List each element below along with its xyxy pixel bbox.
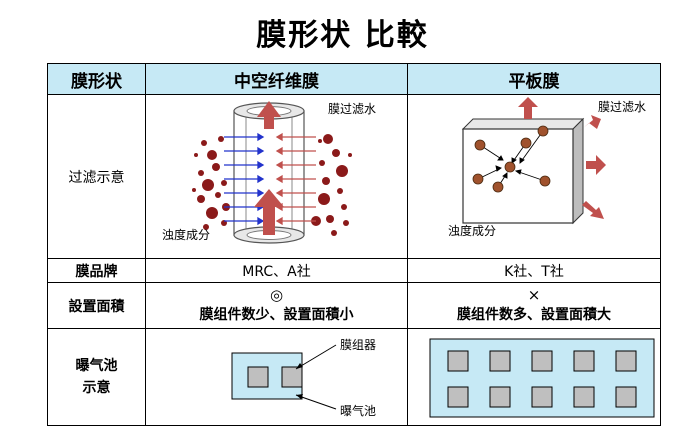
aeration-row: 曝气池 示意 膜组器 曝气池 bbox=[47, 328, 661, 426]
header-hollow-fiber: 中空纤维膜 bbox=[145, 63, 408, 95]
hollow-fiber-svg: 膜过滤水 浊度成分 bbox=[162, 101, 376, 244]
flat-permeate-arrows bbox=[518, 97, 606, 219]
tank-label: 曝气池 bbox=[340, 403, 376, 418]
hollow-area-symbol: ◎ bbox=[269, 285, 284, 304]
header-row: 膜形状 中空纤维膜 平板膜 bbox=[47, 63, 661, 95]
flat-permeate-label: 膜过滤水 bbox=[598, 100, 646, 114]
flat-sheet-svg: 膜过滤水 浊度成分 bbox=[448, 97, 646, 238]
hollow-permeate-label: 膜过滤水 bbox=[328, 102, 376, 116]
hollow-area: ◎ 膜组件数少、設置面積小 bbox=[145, 282, 408, 329]
flat-particles bbox=[472, 125, 551, 193]
turbid-particles bbox=[192, 134, 352, 236]
aeration-label-line1: 曝气池 bbox=[75, 358, 118, 374]
area-row: 設置面積 ◎ 膜组件数少、設置面積小 × 膜组件数多、設置面積大 bbox=[47, 282, 661, 329]
header-flat-sheet: 平板膜 bbox=[407, 63, 661, 95]
comparison-table: 膜形状 中空纤维膜 平板膜 过滤示意 bbox=[47, 63, 661, 426]
flat-sheet-side bbox=[572, 117, 584, 225]
flat-aeration-svg bbox=[429, 338, 655, 418]
flat-turbid-label: 浊度成分 bbox=[448, 223, 496, 238]
flat-modules bbox=[447, 350, 637, 408]
flat-brand: K社、T社 bbox=[407, 258, 661, 283]
flat-area-symbol: × bbox=[527, 285, 541, 304]
inflow-arrows-right bbox=[275, 132, 316, 226]
flat-sheet-diagram: 膜过滤水 浊度成分 bbox=[407, 94, 661, 259]
flat-area-text: 膜组件数多、設置面積大 bbox=[457, 306, 611, 323]
module-label: 膜组器 bbox=[340, 338, 376, 352]
filtration-label: 过滤示意 bbox=[47, 94, 146, 259]
inflow-arrows-left bbox=[224, 132, 265, 226]
hollow-brand: MRC、A社 bbox=[145, 258, 408, 283]
aeration-label-line2: 示意 bbox=[82, 380, 111, 396]
hollow-aeration-svg: 膜组器 曝气池 bbox=[231, 338, 376, 418]
page-title: 膜形状 比較 bbox=[256, 18, 429, 53]
flat-sheet-top bbox=[461, 118, 585, 130]
flat-aeration-diagram bbox=[407, 328, 661, 426]
aeration-label: 曝气池 示意 bbox=[47, 328, 146, 426]
flat-area: × 膜组件数多、設置面積大 bbox=[407, 282, 661, 329]
brand-label: 膜品牌 bbox=[47, 258, 146, 283]
hollow-module-1 bbox=[247, 366, 269, 388]
area-label: 設置面積 bbox=[47, 282, 146, 329]
hollow-module-2 bbox=[281, 366, 303, 388]
flat-flow-arrows bbox=[477, 130, 546, 188]
filtration-row: 过滤示意 bbox=[47, 94, 661, 259]
hollow-fiber-diagram: 膜过滤水 浊度成分 bbox=[145, 94, 408, 259]
hollow-turbid-label: 浊度成分 bbox=[162, 227, 210, 242]
brand-row: 膜品牌 MRC、A社 K社、T社 bbox=[47, 258, 661, 283]
hollow-area-text: 膜组件数少、設置面積小 bbox=[199, 306, 354, 323]
header-label: 膜形状 bbox=[47, 63, 146, 95]
hollow-aeration-diagram: 膜组器 曝气池 bbox=[145, 328, 408, 426]
permeate-arrows bbox=[254, 101, 284, 235]
